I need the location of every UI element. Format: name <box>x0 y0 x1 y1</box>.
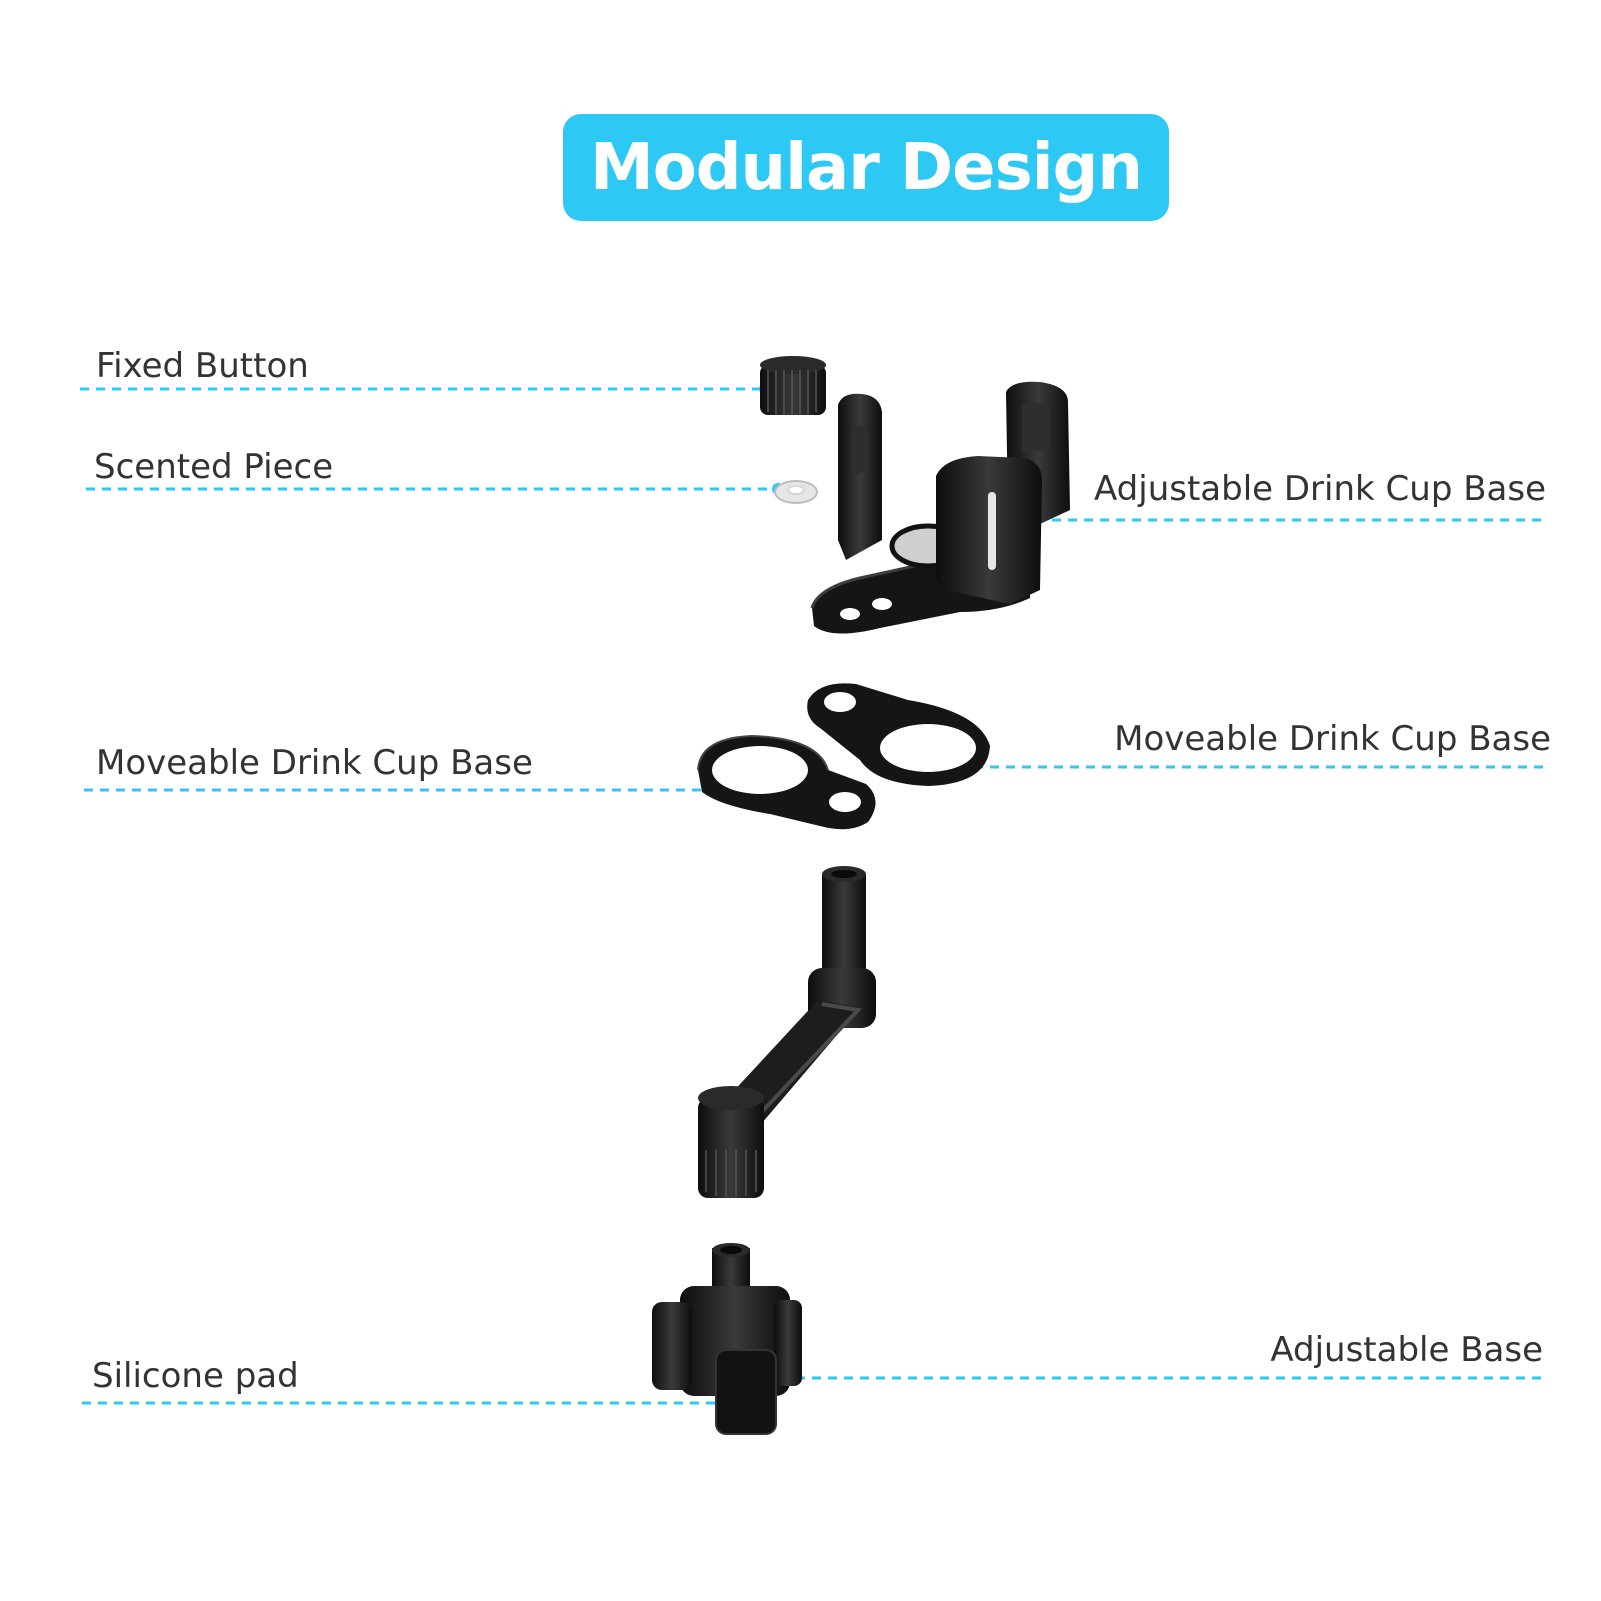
moveable-drink-cup-base-right-part <box>807 683 990 786</box>
extension-arm-part <box>698 866 876 1198</box>
label-moveable-drink-cup-base-left: Moveable Drink Cup Base <box>96 743 533 783</box>
label-fixed-button: Fixed Button <box>96 346 309 386</box>
label-adjustable-drink-cup-base: Adjustable Drink Cup Base <box>1094 469 1546 509</box>
fixed-button-part <box>760 356 826 415</box>
label-moveable-drink-cup-base-right: Moveable Drink Cup Base <box>1114 719 1551 759</box>
scented-piece-part <box>774 480 818 504</box>
page-title: Modular Design <box>590 130 1143 205</box>
leader-lines <box>80 387 1546 1405</box>
adjustable-drink-cup-base-part <box>810 381 1070 634</box>
moveable-drink-cup-base-left-part <box>697 734 876 830</box>
label-adjustable-base: Adjustable Base <box>1270 1330 1543 1370</box>
title-banner: Modular Design <box>563 114 1169 221</box>
label-scented-piece: Scented Piece <box>94 447 334 487</box>
adjustable-base-part <box>652 1243 802 1435</box>
label-silicone-pad: Silicone pad <box>92 1356 299 1396</box>
